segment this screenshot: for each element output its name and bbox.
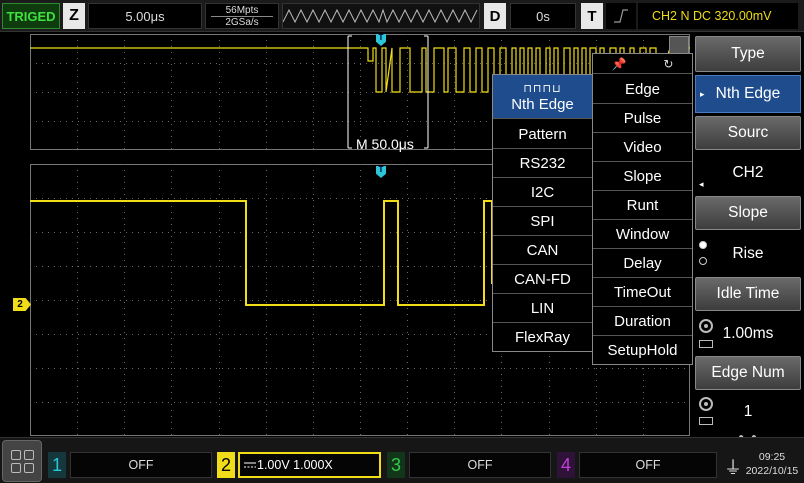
trigger-type-pattern[interactable]: Pattern	[493, 120, 592, 149]
knob-icon	[699, 319, 713, 333]
grid-icon	[23, 449, 34, 460]
trigger-type-rs232[interactable]: RS232	[493, 149, 592, 178]
ch2-level-marker[interactable]: 2	[13, 298, 31, 311]
radio-fall-icon	[699, 257, 707, 265]
top-status-bar: TRIGED Z 5.00μs 56Mpts 2GSa/s D 0s T CH2…	[0, 0, 804, 32]
trigger-status-badge: TRIGED	[2, 3, 60, 29]
trigger-type-setuphold[interactable]: SetupHold	[607, 342, 678, 359]
keyboard-icon	[699, 340, 713, 348]
trigger-type-can[interactable]: CAN	[493, 236, 592, 265]
trigger-type-label: Nth Edge	[511, 95, 574, 113]
usb-icon: ⏚	[724, 458, 742, 478]
trigger-type-spi[interactable]: SPI	[493, 207, 592, 236]
trigger-type-list-right: 📌 ↻ Edge Pulse Video Slope Runt Window D…	[592, 53, 693, 365]
scroll-handle[interactable]	[669, 36, 689, 54]
trigger-type-runt[interactable]: Runt	[593, 191, 692, 220]
trigger-soft-menu: Type ▸ Nth Edge Sourc ◂ CH2 Slope Rise I…	[693, 34, 804, 443]
zoom-timebase-label: M 50.0μs	[356, 136, 414, 152]
arrow-left-icon: ◂	[699, 179, 704, 189]
rising-edge-icon	[606, 3, 636, 29]
zoom-window-bracket	[347, 35, 429, 149]
slope-value-button[interactable]: Rise	[695, 233, 801, 275]
keyboard-icon	[699, 417, 713, 425]
clock-time: 09:25	[758, 451, 786, 463]
ch1-status[interactable]: OFF	[70, 452, 212, 478]
divider	[211, 15, 273, 17]
ch4-number[interactable]: 4	[557, 452, 575, 478]
edge-num-value-button[interactable]: 1	[695, 393, 801, 431]
source-title-button[interactable]: Sourc	[695, 116, 801, 150]
channel-status-bar: 1 OFF 2 1.00V 1.000X 3 OFF 4 OFF ⏚ 09:25…	[0, 437, 804, 483]
type-value-label: Nth Edge	[715, 85, 781, 102]
pin-icon[interactable]: 📌	[611, 56, 627, 71]
clock-date: 2022/10/15	[745, 465, 799, 477]
type-value-button[interactable]: ▸ Nth Edge	[695, 75, 801, 113]
radio-rise-icon	[699, 241, 707, 249]
trigger-position-marker-main[interactable]: T	[376, 166, 386, 178]
idle-time-value-button[interactable]: 1.00ms	[695, 314, 801, 354]
arrow-right-icon: ▸	[700, 88, 705, 99]
ch3-status[interactable]: OFF	[409, 452, 551, 478]
source-value-button[interactable]: ◂ CH2	[695, 153, 801, 193]
ch1-number[interactable]: 1	[48, 452, 66, 478]
edge-num-value-label: 1	[743, 403, 753, 420]
trigger-type-window[interactable]: Window	[593, 220, 692, 249]
trigger-type-nth-edge[interactable]: ⊓⊓⊓⊔ Nth Edge	[493, 75, 592, 119]
type-title-button[interactable]: Type	[695, 36, 801, 72]
memory-overview-strip	[282, 3, 480, 29]
ch2-trace	[30, 200, 493, 306]
trigger-type-lin[interactable]: LIN	[493, 294, 592, 323]
ch2-status[interactable]: 1.00V 1.000X	[238, 452, 381, 478]
memory-depth: 56Mpts	[225, 4, 259, 16]
trigger-button[interactable]: T	[581, 3, 603, 29]
slope-title-button[interactable]: Slope	[695, 196, 801, 230]
dc-coupling-icon	[244, 462, 256, 468]
home-menu-button[interactable]	[2, 440, 42, 482]
trigger-type-i2c[interactable]: I2C	[493, 178, 592, 207]
zoom-button[interactable]: Z	[63, 3, 85, 29]
trigger-info-readout[interactable]: CH2 N DC 320.00mV	[638, 3, 798, 29]
delay-button[interactable]: D	[484, 3, 506, 29]
timebase-readout[interactable]: 5.00μs	[88, 3, 202, 29]
grid-icon	[10, 449, 21, 460]
refresh-icon[interactable]: ↻	[663, 56, 674, 71]
trigger-type-timeout[interactable]: TimeOut	[593, 278, 692, 307]
ch2-scale-label: 1.00V 1.000X	[257, 458, 333, 472]
slope-value-label: Rise	[732, 245, 764, 262]
sample-rate: 2GSa/s	[225, 16, 259, 28]
grid-icon	[23, 462, 34, 473]
source-value-label: CH2	[732, 164, 764, 181]
system-clock[interactable]: 09:25 2022/10/15	[740, 450, 804, 478]
trigger-type-edge[interactable]: Edge	[593, 75, 692, 104]
delay-readout[interactable]: 0s	[510, 3, 576, 29]
knob-icon	[699, 397, 713, 411]
nth-edge-icon: ⊓⊓⊓⊔	[523, 82, 562, 95]
ch2-number[interactable]: 2	[217, 452, 235, 478]
grid-icon	[10, 462, 21, 473]
trigger-type-slope[interactable]: Slope	[593, 162, 692, 191]
trigger-position-marker: T	[376, 34, 386, 46]
trigger-type-pulse[interactable]: Pulse	[593, 104, 692, 133]
trigger-type-delay[interactable]: Delay	[593, 249, 692, 278]
ch3-number[interactable]: 3	[387, 452, 405, 478]
ch4-status[interactable]: OFF	[579, 452, 717, 478]
acquisition-info: 56Mpts 2GSa/s	[205, 3, 279, 29]
trigger-type-can-fd[interactable]: CAN-FD	[493, 265, 592, 294]
edge-num-title-button[interactable]: Edge Num	[695, 356, 801, 390]
idle-time-value-label: 1.00ms	[722, 325, 774, 342]
popup-header: 📌 ↻	[593, 54, 692, 74]
trigger-type-duration[interactable]: Duration	[593, 307, 692, 336]
trigger-type-list-left: ⊓⊓⊓⊔ Nth Edge Pattern RS232 I2C SPI CAN …	[492, 74, 593, 352]
trigger-type-flexray[interactable]: FlexRay	[514, 329, 570, 346]
trigger-type-video[interactable]: Video	[593, 133, 692, 162]
memory-overview-wave	[283, 8, 478, 24]
idle-time-title-button[interactable]: Idle Time	[695, 277, 801, 311]
